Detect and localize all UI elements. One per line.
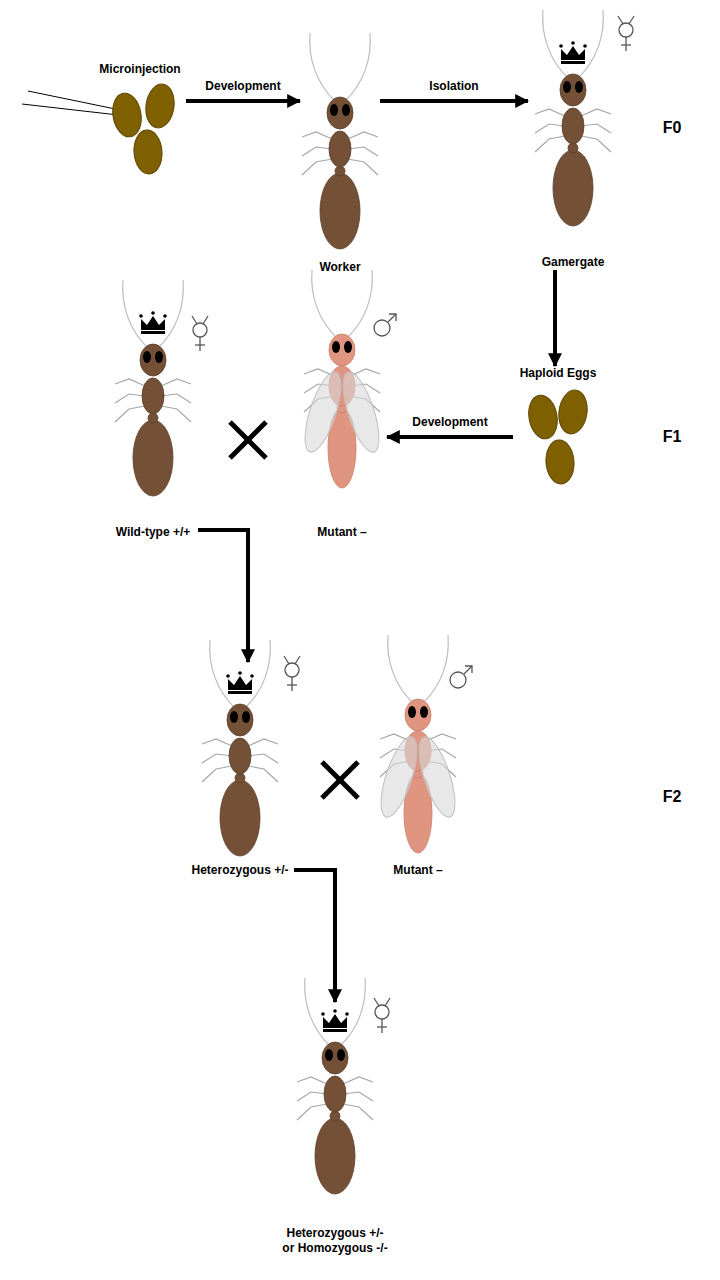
generation-label: F0 xyxy=(663,119,682,137)
arrow-label: Development xyxy=(203,79,282,93)
figure-caption: Worker xyxy=(319,260,360,275)
crown-symbol xyxy=(139,311,167,334)
figure-caption: Mutant – xyxy=(393,863,442,878)
male-symbol xyxy=(374,314,396,336)
crown-symbol xyxy=(321,1009,349,1032)
figure-caption: Gamergate xyxy=(542,255,605,270)
egg-cluster xyxy=(109,82,177,175)
male-symbol xyxy=(450,666,472,688)
figure-node: Mutant – xyxy=(373,662,463,878)
female-ant xyxy=(535,10,611,226)
female-ant xyxy=(297,978,373,1194)
hermaphrodite-symbol xyxy=(374,998,390,1033)
generation-label: F1 xyxy=(663,428,682,446)
hermaphrodite-symbol xyxy=(284,656,300,691)
arrow-connector xyxy=(294,870,335,1002)
figure-node: Haploid Eggs xyxy=(513,366,603,492)
crown-symbol xyxy=(226,671,254,694)
female-ant xyxy=(202,640,278,856)
egg-cluster xyxy=(525,388,590,485)
arrow-connector xyxy=(198,530,248,662)
hermaphrodite-symbol xyxy=(192,316,208,351)
figure-node: Wild-type +/+ xyxy=(108,300,198,540)
arrow-label: Isolation xyxy=(427,79,480,93)
hermaphrodite-symbol xyxy=(618,16,634,51)
arrow-label: Development xyxy=(410,415,489,429)
figure-caption: Heterozygous +/- xyxy=(191,863,288,878)
arrow-connector xyxy=(380,99,528,103)
cross-symbol xyxy=(230,422,266,458)
female-ant xyxy=(115,280,191,496)
generation-label: F2 xyxy=(663,788,682,806)
cross-symbol xyxy=(322,762,358,798)
arrow-connector xyxy=(186,99,300,103)
male-ant xyxy=(374,635,463,853)
male-ant xyxy=(298,270,387,488)
arrow-connector xyxy=(553,270,557,366)
figure-node: Mutant – xyxy=(297,300,387,540)
figure-caption: Haploid Eggs xyxy=(520,366,597,381)
figure-node: Gamergate xyxy=(528,30,618,270)
figure-caption: Microinjection xyxy=(99,62,180,77)
figure-caption: Wild-type +/+ xyxy=(116,525,191,540)
figure-node: Microinjection xyxy=(94,62,186,182)
figure-caption: Mutant – xyxy=(317,525,366,540)
figure-node: Heterozygous +/- or Homozygous -/- xyxy=(276,1002,394,1256)
figure-node: Heterozygous +/- xyxy=(186,662,294,878)
crown-symbol xyxy=(559,41,587,64)
arrow-connector xyxy=(387,435,513,439)
figure-node: Worker xyxy=(300,30,380,275)
female-ant xyxy=(302,33,378,249)
figure-caption: Heterozygous +/- or Homozygous -/- xyxy=(281,1226,389,1256)
